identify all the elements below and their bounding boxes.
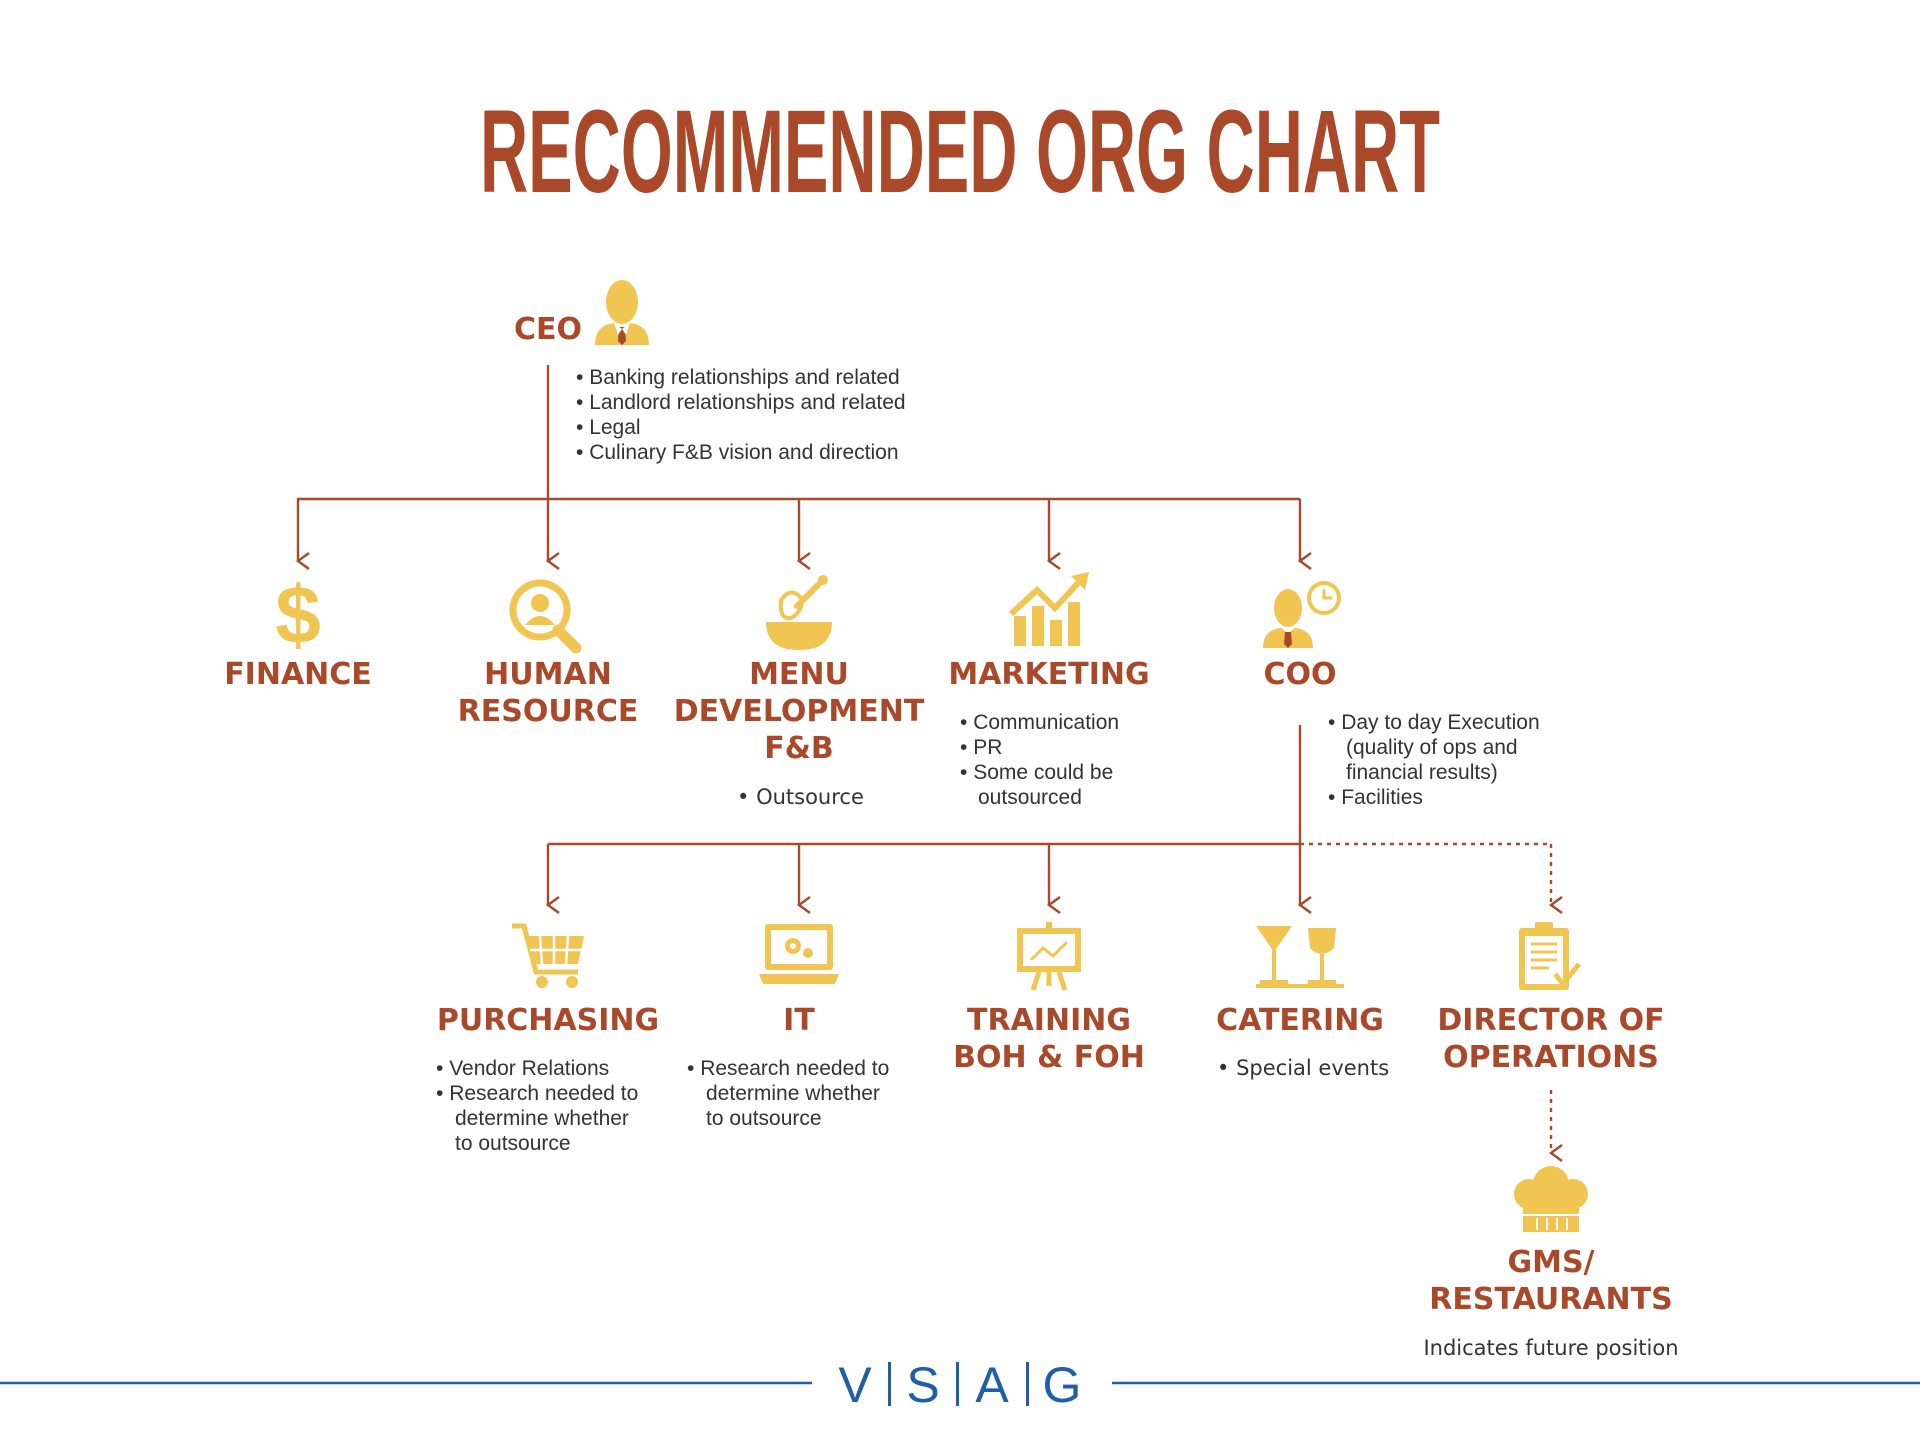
logo-letter-v: V [838, 1357, 872, 1413]
purchasing-label: PURCHASING [437, 1003, 659, 1038]
connectors [295, 365, 1563, 1162]
finance-label: FINANCE [224, 657, 372, 692]
hr-label-line1: HUMAN [484, 657, 612, 692]
menu-bullet-1: • Outsource [737, 785, 864, 809]
node-coo: COO • Day to day Execution (quality of o… [1263, 581, 1540, 809]
ceo-label: CEO [514, 312, 582, 347]
logo-letter-a: A [975, 1357, 1009, 1413]
node-marketing: MARKETING • Communication • PR • Some co… [948, 572, 1150, 809]
clipboard-check-icon [1519, 922, 1581, 990]
purchasing-bullet-2-cont-1: determine whether [455, 1107, 629, 1130]
businessman-icon [595, 280, 649, 345]
node-ceo: CEO • Banking relationships and related … [514, 280, 906, 464]
purchasing-bullet-2: • Research needed to [436, 1082, 638, 1105]
coo-bullet-1-cont-2: financial results) [1346, 761, 1498, 784]
footer: V S A G [0, 1357, 1920, 1413]
node-finance: $ FINANCE [224, 570, 372, 692]
menu-label-line3: F&B [764, 731, 834, 766]
dollar-icon: $ [275, 570, 321, 661]
page-title: RECOMMENDED ORG CHART [480, 86, 1440, 218]
it-label: IT [783, 1003, 815, 1038]
director-label-line2: OPERATIONS [1443, 1040, 1659, 1075]
training-label-line2: BOH & FOH [953, 1040, 1145, 1075]
node-human-resource: HUMAN RESOURCE [458, 579, 639, 729]
logo-divider [888, 1362, 891, 1406]
training-label-line1: TRAINING [967, 1003, 1131, 1038]
growth-chart-icon [1008, 572, 1089, 646]
coo-bullet-1-cont-1: (quality of ops and [1346, 736, 1518, 759]
coo-bullet-1: • Day to day Execution [1328, 711, 1540, 734]
future-position-note: Indicates future position [1423, 1336, 1678, 1360]
it-bullet-1-cont-1: determine whether [706, 1082, 880, 1105]
marketing-bullet-3-cont: outsourced [978, 786, 1082, 809]
coo-bullet-2: • Facilities [1328, 786, 1423, 809]
laptop-gears-icon [759, 924, 839, 984]
search-person-icon [509, 579, 582, 654]
menu-label-line1: MENU [749, 657, 849, 692]
node-menu-development: MENU DEVELOPMENT F&B • Outsource [674, 575, 925, 809]
purchasing-bullet-2-cont-2: to outsource [455, 1132, 571, 1155]
catering-label: CATERING [1216, 1003, 1384, 1038]
coo-label: COO [1263, 657, 1336, 692]
node-director-of-operations: DIRECTOR OF OPERATIONS [1437, 922, 1665, 1075]
it-bullet-1-cont-2: to outsource [706, 1107, 822, 1130]
marketing-bullet-3: • Some could be [960, 761, 1113, 784]
whisk-bowl-icon [766, 575, 832, 650]
node-purchasing: PURCHASING • Vendor Relations • Research… [436, 923, 659, 1155]
it-bullet-1: • Research needed to [687, 1057, 889, 1080]
director-label-line1: DIRECTOR OF [1437, 1003, 1664, 1038]
node-gms-restaurants: GMS/ RESTAURANTS Indicates future positi… [1423, 1166, 1679, 1360]
logo-letter-s: S [906, 1357, 939, 1413]
menu-label-line2: DEVELOPMENT [674, 694, 925, 729]
marketing-bullet-1: • Communication [960, 711, 1119, 734]
node-catering: CATERING • Special events [1216, 926, 1389, 1080]
ceo-bullet-3: • Legal [576, 416, 641, 439]
logo-divider [1026, 1362, 1029, 1406]
logo-divider [956, 1362, 959, 1406]
marketing-bullet-2: • PR [960, 736, 1002, 759]
ceo-bullet-4: • Culinary F&B vision and direction [576, 441, 899, 464]
gms-label-line1: GMS/ [1507, 1245, 1594, 1280]
gms-label-line2: RESTAURANTS [1429, 1282, 1673, 1317]
cart-icon [512, 923, 584, 988]
businessman-clock-icon [1263, 581, 1341, 648]
node-it: IT • Research needed to determine whethe… [687, 924, 889, 1130]
logo-letter-g: G [1043, 1357, 1082, 1413]
ceo-bullet-2: • Landlord relationships and related [576, 391, 906, 414]
vsag-logo: V S A G [838, 1357, 1081, 1413]
ceo-bullet-1: • Banking relationships and related [576, 366, 900, 389]
glasses-icon [1256, 926, 1344, 988]
presentation-board-icon [1017, 922, 1081, 991]
node-training: TRAINING BOH & FOH [953, 922, 1145, 1075]
marketing-label: MARKETING [948, 657, 1149, 692]
purchasing-bullet-1: • Vendor Relations [436, 1057, 609, 1080]
chef-hat-icon [1514, 1166, 1588, 1232]
catering-bullet-1: • Special events [1217, 1056, 1389, 1080]
hr-label-line2: RESOURCE [458, 694, 639, 729]
